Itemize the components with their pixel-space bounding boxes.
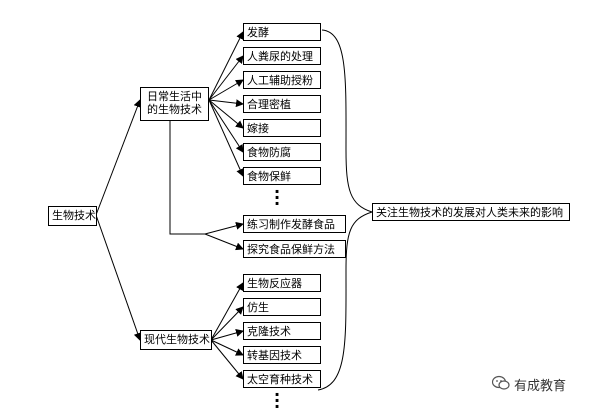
root-node: 生物技术: [48, 206, 97, 226]
daily-item: 合理密植: [243, 95, 321, 113]
arrow-modern-2: [210, 329, 244, 341]
watermark-text: 有成教育: [514, 379, 567, 394]
arrow-practice-0: [204, 221, 244, 235]
modern-item: 生物反应器: [243, 274, 321, 292]
arrow-daily-5: [208, 99, 244, 153]
practice-item: 探究食品保鲜方法: [243, 240, 346, 258]
ellipsis-daily: ···: [274, 182, 281, 213]
arrow-modern-4: [210, 339, 244, 380]
ellipsis-modern: ···: [274, 385, 281, 410]
daily-item: 食物保鲜: [243, 167, 321, 185]
arrow-daily-2: [208, 79, 244, 101]
arrow-daily-3: [208, 99, 244, 108]
daily-item: 人工辅助授粉: [243, 71, 321, 89]
arrow-modern-1: [210, 306, 244, 341]
arrow-daily-6: [208, 99, 244, 177]
arrow-daily-1: [208, 55, 244, 101]
wechat-icon: [492, 375, 510, 390]
arrow-practice-1: [204, 233, 244, 251]
arrow-root-to-modern: [95, 214, 142, 341]
conclusion-node: 关注生物技术的发展对人类未来的影响: [372, 203, 570, 221]
line-daily-to-practice: [169, 120, 205, 235]
modern-item: 克隆技术: [243, 322, 321, 340]
daily-item: 发酵: [243, 23, 321, 41]
arrow-daily-4: [208, 99, 244, 129]
brace-to-conclusion: [317, 29, 374, 391]
modern-item: 转基因技术: [243, 346, 321, 364]
practice-item: 练习制作发酵食品: [243, 215, 346, 233]
daily-item: 嫁接: [243, 119, 321, 137]
branch-modern: 现代生物技术: [140, 330, 212, 350]
arrow-daily-0: [208, 31, 244, 101]
arrow-modern-0: [210, 282, 244, 341]
arrow-root-to-daily: [95, 99, 142, 216]
arrow-modern-3: [210, 339, 244, 356]
modern-item: 太空育种技术: [243, 370, 321, 388]
daily-item: 食物防腐: [243, 143, 321, 161]
daily-item: 人粪尿的处理: [243, 47, 321, 65]
modern-item: 仿生: [243, 298, 321, 316]
branch-daily: 日常生活中的生物技术: [140, 87, 209, 121]
